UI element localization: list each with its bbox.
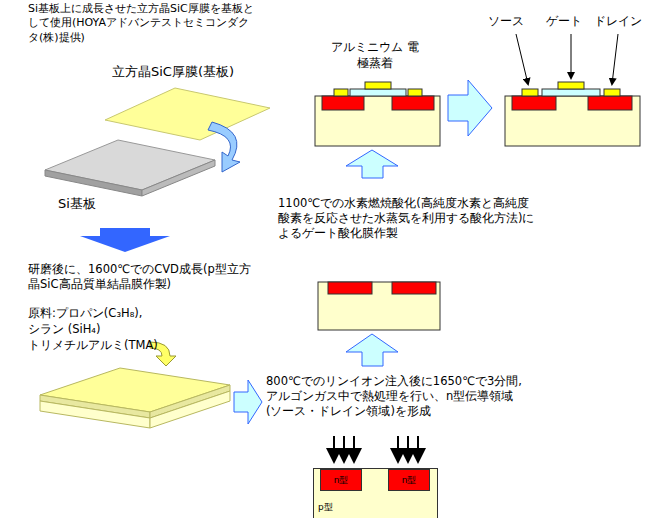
label-text: ドレイン — [594, 14, 652, 30]
oxidized-wafer — [318, 282, 440, 330]
region-label: n型 — [393, 476, 425, 486]
n-type-region: n型 — [388, 469, 430, 491]
label-text: Si基板 — [58, 196, 148, 213]
right-arrow — [234, 380, 262, 424]
sic-film — [105, 88, 270, 140]
down-arrow — [80, 228, 170, 252]
up-arrow — [346, 150, 398, 178]
region-label: n型 — [325, 476, 357, 486]
region-label: p型 — [318, 503, 433, 513]
label-text: ゲート — [546, 14, 596, 30]
ion-arrows — [334, 436, 418, 460]
label-text: トリメチルアルミ(TMA) — [28, 338, 248, 353]
label-text: 立方晶SiC厚膜(基板) — [112, 64, 302, 81]
label-text: 1100℃での水素燃焼酸化(高純度水素と高純度酸素を反応させた水蒸気を利用する酸… — [278, 196, 536, 241]
n-type-region: n型 — [320, 469, 362, 491]
electrode-wafer — [315, 96, 440, 146]
label-text: 原料:プロパン(C₃H₈), — [28, 306, 248, 321]
leader-lines — [516, 34, 618, 84]
label-text: ソース — [488, 14, 548, 30]
label-text: シラン (SiH₄) — [28, 322, 248, 337]
right-arrow — [448, 80, 492, 136]
up-arrow — [346, 334, 398, 366]
p-type-region: p型 n型 n型 — [313, 468, 438, 518]
label-text: アルミニウム 電極蒸着 — [330, 40, 420, 71]
label-text: Si基板上に成長させた立方晶SiC厚膜を基板として使用(HOYAアドバンテストセ… — [28, 2, 254, 45]
label-text: 800℃でのリンイオン注入後に1650℃で3分間, アルゴンガス中で熱処理を行い… — [266, 374, 524, 419]
final-device — [505, 96, 640, 146]
label-text: 研磨後に、1600℃でのCVD成長(p型立方晶SiC高品質単結晶膜作製) — [28, 262, 256, 292]
si-substrate — [45, 140, 215, 190]
